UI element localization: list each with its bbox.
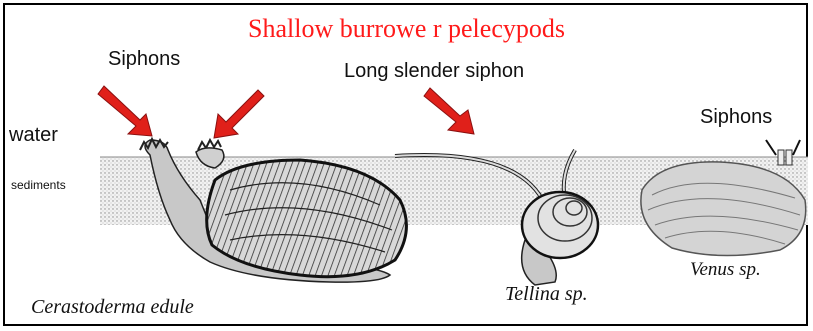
arrow-long-siphon xyxy=(424,88,474,134)
diagram-title: Shallow burrowe r pelecypods xyxy=(248,14,565,44)
species-label-venus: Venus sp. xyxy=(690,259,761,281)
arrow-siphon-right xyxy=(214,90,264,138)
label-sediments: sediments xyxy=(11,178,66,192)
label-long-slender-siphon: Long slender siphon xyxy=(344,60,524,83)
species-label-cerastoderma: Cerastoderma edule xyxy=(31,296,194,319)
label-water: water xyxy=(9,124,58,147)
label-siphons-right: Siphons xyxy=(700,106,772,129)
arrow-siphon-left xyxy=(98,86,152,136)
species-label-tellina: Tellina sp. xyxy=(505,283,588,306)
label-siphons-left: Siphons xyxy=(108,48,180,71)
